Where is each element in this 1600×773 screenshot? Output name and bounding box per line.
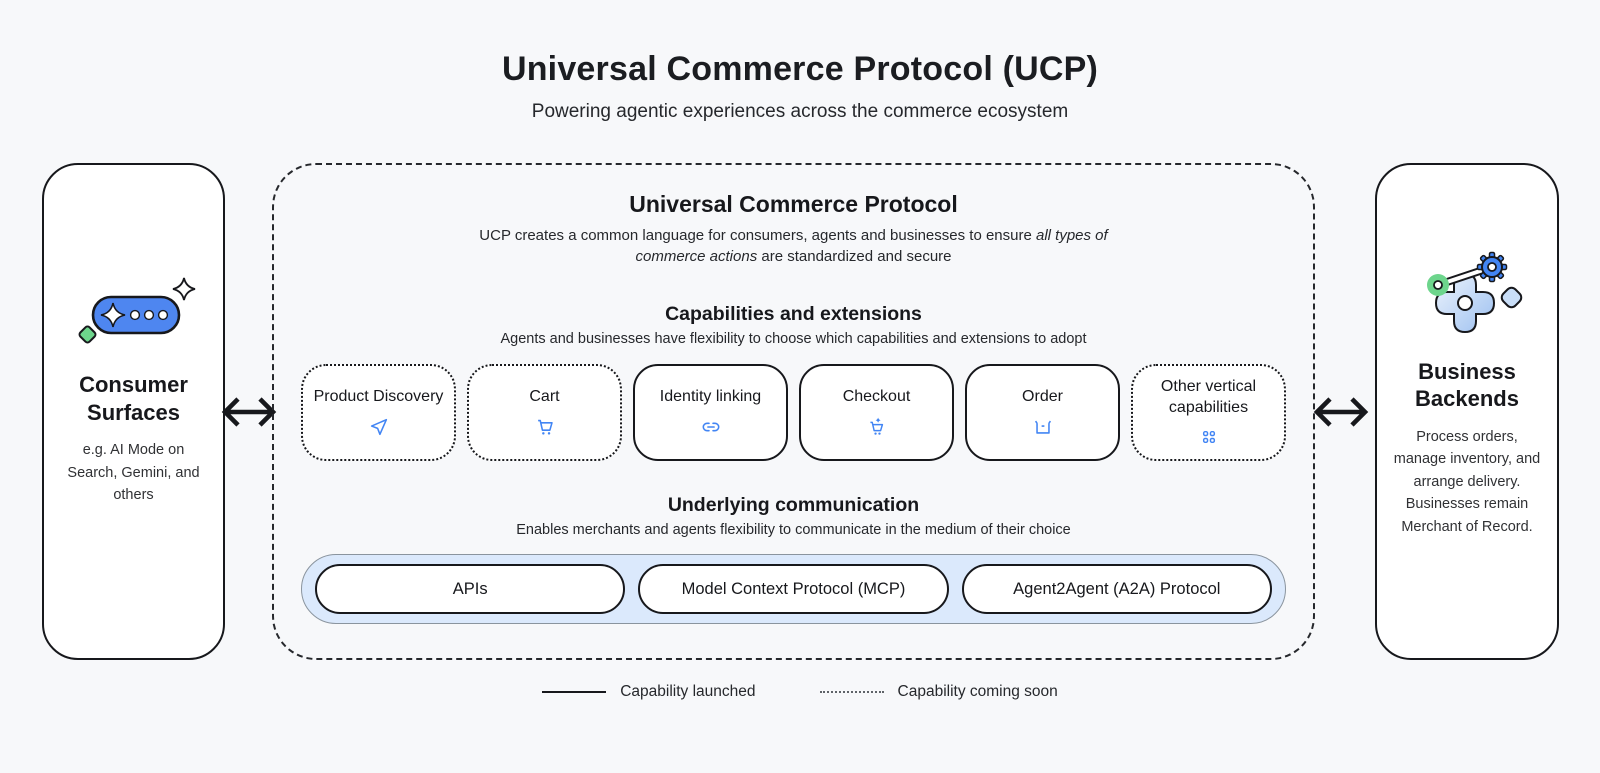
right-bidirectional-arrow-icon: [1313, 393, 1369, 431]
page-title: Universal Commerce Protocol (UCP): [501, 50, 1099, 88]
business-card-title: Business Backends: [1415, 358, 1519, 412]
ai-chat-pill-icon: [71, 276, 197, 355]
ucp-panel: Universal Commerce Protocol UCP creates …: [272, 163, 1315, 660]
legend-item-launched: Capability launched: [542, 683, 756, 701]
send-icon: [368, 416, 390, 438]
capabilities-row: Product Discovery Cart: [301, 364, 1286, 461]
legend-launched-label: Capability launched: [620, 683, 756, 700]
link-icon: [700, 416, 722, 438]
capability-cart: Cart: [467, 364, 622, 461]
cart-icon: [534, 416, 556, 438]
capabilities-section-title: Capabilities and extensions: [665, 303, 922, 325]
channel-pill-apis: APIs: [315, 564, 626, 614]
consumer-card-title: Consumer Surfaces: [79, 372, 188, 425]
legend-coming-soon-label: Capability coming soon: [897, 683, 1058, 700]
communication-section-subtitle: Enables merchants and agents flexibility…: [516, 522, 1071, 538]
capability-label: Checkout: [842, 388, 911, 406]
communication-section-title: Underlying communication: [667, 494, 920, 516]
communication-bar: APIs Model Context Protocol (MCP) Agent2…: [301, 554, 1286, 624]
capability-label: Other vertical capabilities: [1160, 377, 1257, 416]
panel-description-italic: all types of commerce actions: [635, 227, 1108, 265]
capabilities-section-subtitle: Agents and businesses have flexibility t…: [500, 331, 1087, 347]
cart-star-icon: [866, 416, 888, 438]
business-backends-card: Business Backends Process orders, manage…: [1375, 163, 1559, 660]
page-subtitle: Powering agentic experiences across the …: [531, 101, 1069, 122]
panel-description: UCP creates a common language for consum…: [464, 225, 1124, 267]
channel-pill-mcp: Model Context Protocol (MCP): [638, 564, 949, 614]
legend: Capability launched Capability coming so…: [0, 683, 1600, 701]
panel-title: Universal Commerce Protocol: [629, 191, 958, 217]
dotted-line-icon: [819, 691, 884, 693]
capability-other-vertical: Other vertical capabilities: [1131, 364, 1286, 461]
panel-description-prefix: UCP creates a common language for consum…: [479, 227, 1036, 244]
grid-dots-icon: [1198, 426, 1220, 448]
capability-label: Order: [1022, 388, 1063, 406]
consumer-surfaces-card: Consumer Surfaces e.g. AI Mode on Search…: [42, 163, 225, 660]
capability-product-discovery: Product Discovery: [301, 364, 456, 461]
capability-order: Order: [965, 364, 1120, 461]
capability-label: Identity linking: [659, 388, 762, 406]
capability-checkout: Checkout: [799, 364, 954, 461]
channel-pill-a2a: Agent2Agent (A2A) Protocol: [961, 564, 1272, 614]
left-bidirectional-arrow-icon: [221, 393, 277, 431]
legend-item-coming-soon: Capability coming soon: [819, 683, 1058, 701]
box-icon: [1032, 416, 1054, 438]
panel-description-suffix: are standardized and secure: [757, 248, 952, 265]
capability-label: Cart: [529, 388, 560, 406]
capability-identity-linking: Identity linking: [633, 364, 788, 461]
consumer-card-note: e.g. AI Mode on Search, Gemini, and othe…: [67, 442, 200, 504]
solid-line-icon: [542, 691, 607, 693]
business-card-note: Process orders, manage inventory, and ar…: [1393, 428, 1541, 535]
capability-label: Product Discovery: [313, 388, 444, 406]
gears-icon: [1408, 245, 1526, 342]
